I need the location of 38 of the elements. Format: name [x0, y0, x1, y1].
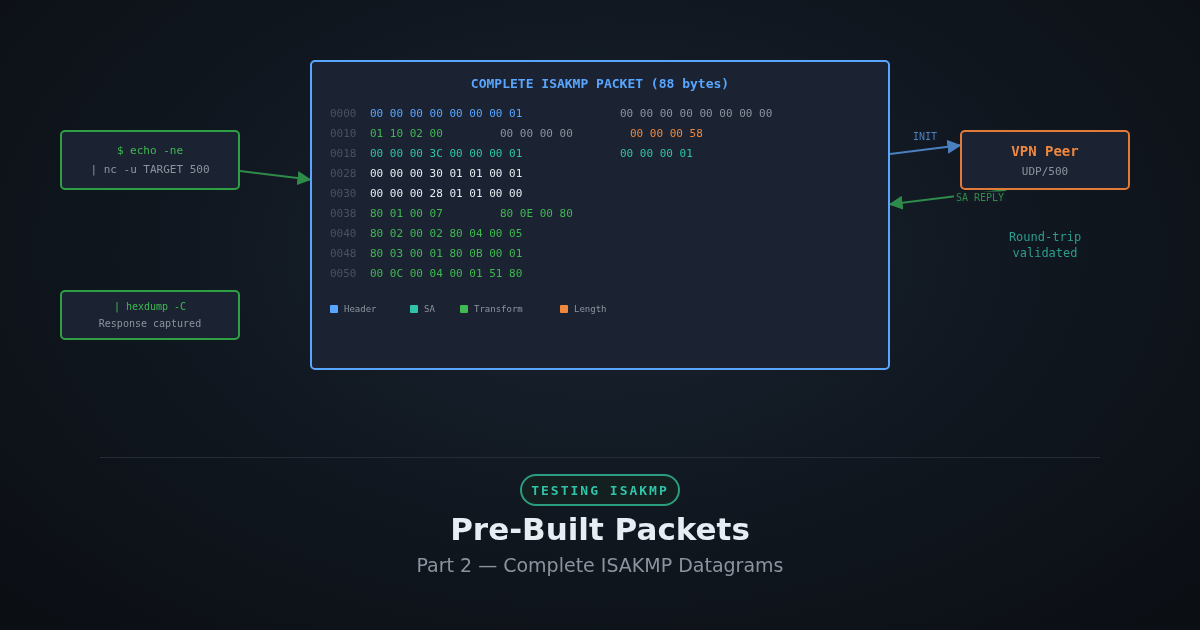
legend-label: Transform [474, 303, 523, 315]
command-text: | hexdump -C [113, 301, 187, 312]
hex-bytes: 00 00 00 01 [620, 147, 693, 161]
tag-pill [520, 474, 680, 506]
command-text: $ echo -ne [116, 144, 184, 157]
note-text: Response captured [98, 318, 202, 329]
hex-bytes: 00 00 00 30 01 01 00 01 [370, 167, 523, 181]
edge-label: INIT [910, 130, 940, 142]
hex-bytes: 80 0E 00 80 [500, 207, 573, 221]
command-box [60, 130, 240, 190]
hex-bytes: 00 00 00 00 00 00 00 00 [620, 107, 773, 121]
tag-text: TESTING ISAKMP [531, 482, 669, 498]
peer-box [960, 130, 1130, 190]
packet-panel [310, 60, 890, 370]
note-text: Round-trip validated [1007, 229, 1083, 261]
peer-name: VPN Peer [1011, 142, 1079, 159]
edge-label: SA REPLY [953, 191, 1007, 203]
hex-bytes: 00 00 00 58 [630, 127, 703, 141]
hex-bytes: 00 0C 00 04 00 01 51 80 [370, 267, 523, 281]
port-text: UDP/500 [1021, 164, 1069, 178]
page-title: Pre-Built Packets [449, 510, 751, 548]
command-box [60, 290, 240, 340]
command-text: | nc -u TARGET 500 [90, 163, 210, 176]
hex-bytes: 00 00 00 00 [500, 127, 573, 141]
hex-bytes: 00 00 00 28 01 01 00 00 [370, 187, 523, 201]
arrow [239, 170, 312, 185]
legend-label: Header [344, 303, 377, 315]
hex-bytes: 80 02 00 02 80 04 00 05 [370, 227, 523, 241]
hex-bytes: 80 01 00 07 [370, 207, 443, 221]
hex-bytes: 00 00 00 3C 00 00 00 01 [370, 147, 523, 161]
legend-label: SA [424, 303, 435, 315]
legend-label: Length [574, 303, 607, 315]
panel-title: COMPLETE ISAKMP PACKET (88 bytes) [470, 76, 730, 91]
hex-bytes: 00 00 00 00 00 00 00 01 [370, 107, 523, 121]
hex-bytes: 01 10 02 00 [370, 127, 443, 141]
subtitle: Part 2 — Complete ISAKMP Datagrams [415, 553, 785, 577]
hex-bytes: 80 03 00 01 80 0B 00 01 [370, 247, 523, 261]
arrow [889, 139, 962, 155]
